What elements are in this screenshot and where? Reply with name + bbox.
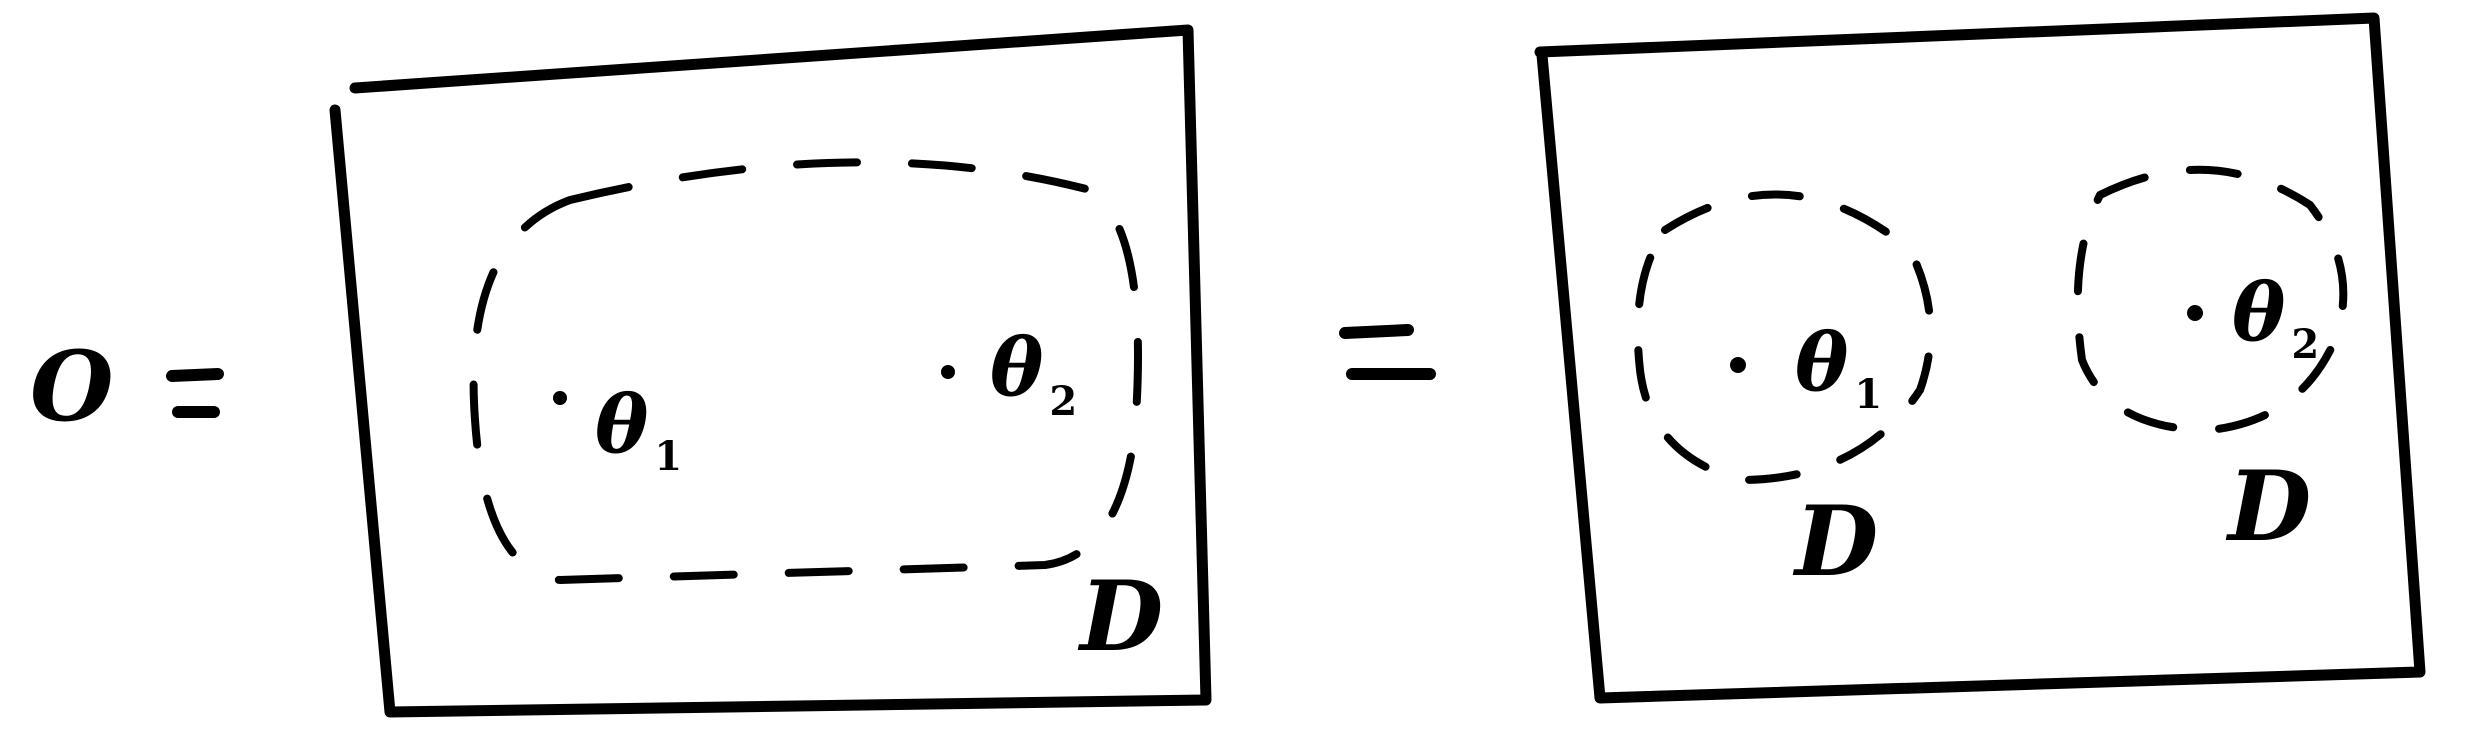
right-component-1-dashed-boundary xyxy=(1633,190,1935,484)
equals-sign-1 xyxy=(166,368,224,418)
equals-sign-2 xyxy=(1339,324,1436,380)
left-panel-frame xyxy=(329,24,1212,718)
right-component-2-dashed-boundary xyxy=(2073,165,2348,434)
point-dot xyxy=(941,365,955,379)
left-region-label: D xyxy=(1077,560,1163,673)
right-panel-frame xyxy=(1534,12,2426,704)
point-dot xyxy=(553,391,567,405)
point-dot xyxy=(2187,305,2203,321)
right-component-1-label: D xyxy=(1792,485,1878,598)
point-dot xyxy=(1730,357,1746,373)
right-component-2-label: D xyxy=(2225,450,2311,563)
left-region-dashed-boundary xyxy=(469,158,1142,584)
lhs-symbol: O xyxy=(30,330,114,443)
